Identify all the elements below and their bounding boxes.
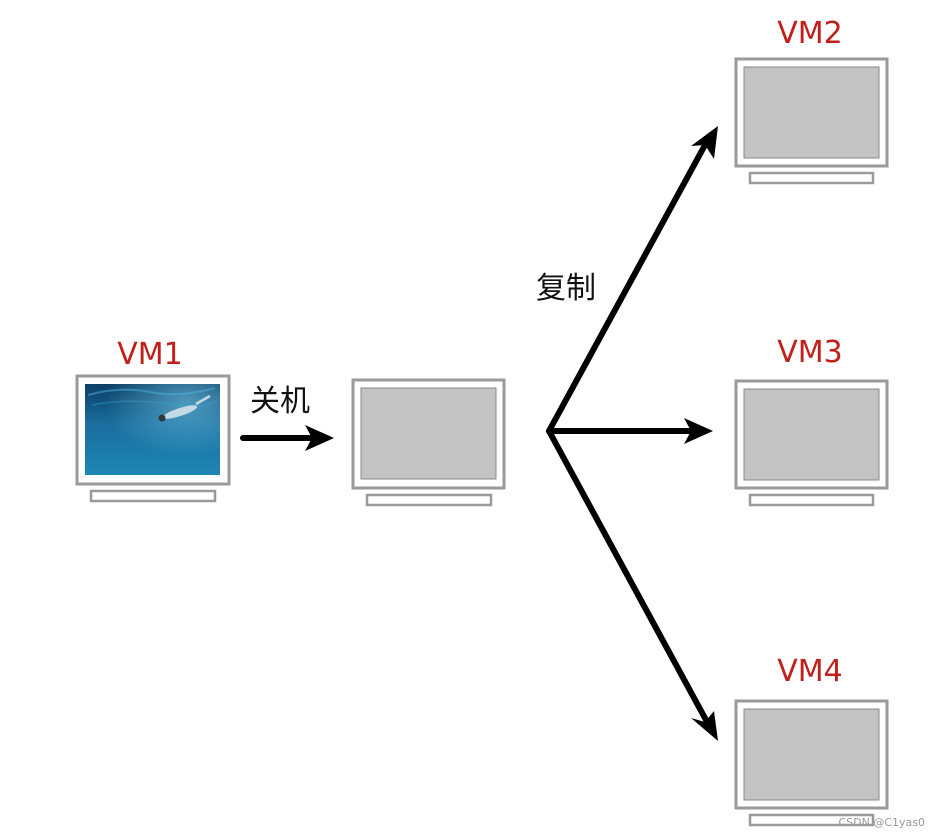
vm4-monitor-base [748, 813, 875, 827]
clone-arrow-vm3 [546, 418, 713, 444]
vm2-screen [743, 66, 880, 159]
clone-label: 复制 [536, 271, 596, 306]
shutdown-arrow [240, 425, 334, 451]
vm3-screen [743, 388, 880, 481]
vm-off-monitor-base [365, 493, 493, 507]
vm2-label: VM2 [777, 16, 843, 51]
vm4-monitor [734, 699, 889, 827]
clone-arrow-vm4 [546, 428, 718, 741]
vm1-monitor-base [89, 489, 217, 503]
vm-off-monitor [351, 378, 506, 507]
vm3-label: VM3 [777, 335, 843, 370]
vm3-monitor-base [748, 493, 875, 507]
vm2-monitor [734, 57, 889, 185]
vm-off-screen [360, 387, 497, 480]
vm4-screen [743, 708, 880, 801]
clone-arrow-vm2 [546, 126, 718, 434]
vm4-label: VM4 [777, 654, 843, 689]
swimmer-figure [158, 394, 211, 422]
watermark: CSDN @C1yas0 [838, 816, 925, 829]
vm2-monitor-base [748, 171, 875, 185]
shutdown-label: 关机 [250, 384, 310, 419]
vm1-label: VM1 [117, 337, 183, 372]
vm1-monitor [75, 374, 231, 503]
vm3-monitor [734, 379, 889, 507]
